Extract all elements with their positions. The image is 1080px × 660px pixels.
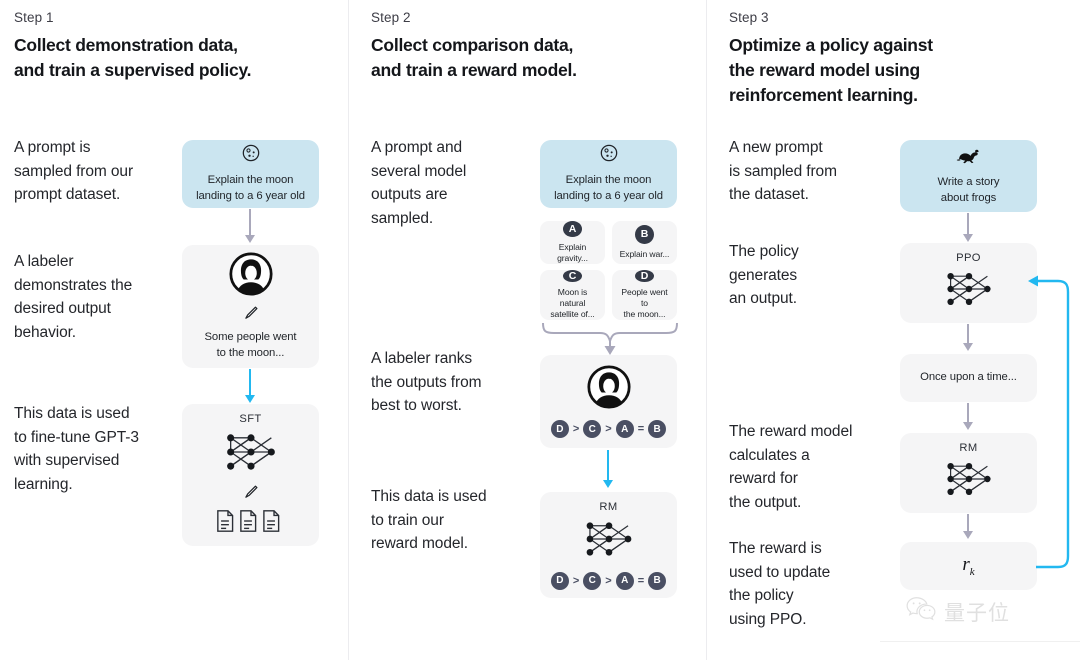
rank-op-1: >	[572, 423, 580, 435]
step-3-ppo-card[interactable]: PPO	[900, 243, 1037, 323]
option-d-text: People went to the moon...	[621, 286, 668, 320]
step-3-rm-title: RM	[959, 441, 978, 454]
option-a-text: Explain gravity...	[557, 241, 588, 263]
option-c-badge: C	[563, 269, 582, 282]
step-2-arrow-blue	[602, 450, 614, 490]
wechat-icon	[905, 596, 937, 627]
rank-op-2: >	[605, 423, 612, 435]
step-2-label: Step 2	[371, 10, 411, 25]
step-2-rm-title: RM	[599, 500, 618, 513]
step-3-title: Optimize a policy against the reward mod…	[729, 35, 933, 105]
rank-badge-c: C	[583, 420, 602, 438]
step-1-arrow-1	[244, 209, 256, 244]
option-a-badge: A	[563, 221, 582, 237]
step-1-paragraph-3: This data is used to fine-tune GPT-3 wit…	[14, 405, 139, 493]
rank-op-1: >	[572, 574, 580, 587]
step-2-prompt-text: Explain the moon landing to a 6 year old	[554, 174, 663, 202]
neural-network-icon	[941, 268, 997, 315]
rank-op-3: =	[637, 574, 645, 587]
step-3-rm-card[interactable]: RM	[900, 433, 1037, 513]
rank-badge-b: B	[648, 571, 667, 590]
step-3-paragraph-3: The reward model calculates a reward for…	[729, 423, 853, 511]
rank-badge-d: D	[550, 571, 569, 590]
reward-symbol: rk	[962, 554, 975, 578]
step-1-column: Step 1 Collect demonstration data, and t…	[0, 0, 348, 660]
step-3-arrow-3	[962, 403, 974, 433]
step-2-paragraph-3: This data is used to train our reward mo…	[371, 488, 487, 553]
column-divider-2	[706, 0, 707, 660]
step-2-merge-brace-arrow	[540, 321, 680, 362]
rank-op-2: >	[605, 574, 612, 587]
option-d-badge: D	[635, 269, 654, 282]
step-3-output-card[interactable]: Once upon a time...	[900, 354, 1037, 402]
frog-icon	[955, 145, 983, 170]
step-2-paragraph-1: A prompt and several model outputs are s…	[371, 139, 467, 227]
step-3-column: Step 3 Optimize a policy against the rew…	[715, 0, 1080, 660]
step-3-arrow-4	[962, 514, 974, 542]
step-1-sft-title: SFT	[239, 412, 262, 425]
labeler-avatar-icon	[228, 252, 273, 301]
step-1-paragraph-2: A labeler demonstrates the desired outpu…	[14, 253, 133, 341]
column-divider-1	[348, 0, 349, 660]
step-1-label: Step 1	[14, 10, 54, 25]
step-2-title: Collect comparison data, and train a rew…	[371, 35, 577, 80]
moon-icon	[241, 143, 261, 168]
step-1-demo-text: Some people went to the moon...	[204, 330, 297, 359]
step-2-labeler-card[interactable]: D > C > A = B	[540, 355, 677, 448]
moon-icon	[599, 143, 619, 168]
step-3-paragraph-2: The policy generates an output.	[729, 243, 799, 308]
neural-network-icon	[220, 429, 282, 480]
rank-badge-b: B	[648, 420, 667, 438]
step-2-column: Step 2 Collect comparison data, and trai…	[357, 0, 706, 660]
rank-badge-a: A	[615, 571, 634, 590]
step-2-prompt-card[interactable]: Explain the moon landing to a 6 year old	[540, 140, 677, 208]
step-1-prompt-text: Explain the moon landing to a 6 year old	[196, 174, 305, 202]
step-3-arrow-1	[962, 213, 974, 245]
step-1-demo-card[interactable]: Some people went to the moon...	[182, 245, 319, 368]
watermark-underline	[880, 641, 1080, 642]
step-3-paragraph-4: The reward is used to update the policy …	[729, 540, 831, 628]
documents-icon	[216, 509, 286, 538]
step-3-reward-card[interactable]: rk	[900, 542, 1037, 590]
step-2-paragraph-2: A labeler ranks the outputs from best to…	[371, 350, 482, 415]
step-3-feedback-loop-arrow	[1020, 275, 1080, 575]
step-2-option-c[interactable]: C Moon is natural satellite of...	[540, 269, 605, 320]
neural-network-icon	[941, 458, 997, 505]
step-3-ppo-title: PPO	[956, 251, 981, 264]
option-b-text: Explain war...	[619, 248, 670, 259]
option-c-text: Moon is natural satellite of...	[550, 286, 595, 320]
step-3-arrow-2	[962, 324, 974, 354]
step-1-title: Collect demonstration data, and train a …	[14, 35, 252, 80]
step-2-labeler-ranking: D > C > A = B	[550, 420, 667, 438]
step-2-rm-ranking: D > C > A = B	[550, 571, 667, 590]
step-2-rm-card[interactable]: RM	[540, 492, 677, 598]
watermark: 量子位	[905, 596, 1010, 627]
option-b-badge: B	[635, 224, 654, 244]
neural-network-icon	[580, 517, 638, 566]
pencil-icon	[242, 304, 259, 326]
rank-badge-a: A	[615, 420, 634, 438]
step-1-paragraph-1: A prompt is sampled from our prompt data…	[14, 139, 134, 204]
step-3-prompt-card[interactable]: Write a story about frogs	[900, 140, 1037, 212]
labeler-avatar-icon	[586, 365, 631, 414]
step-1-arrow-2	[244, 369, 256, 405]
step-3-prompt-text: Write a story about frogs	[937, 176, 1000, 204]
step-2-option-a[interactable]: A Explain gravity...	[540, 221, 605, 264]
step-2-option-b[interactable]: B Explain war...	[612, 221, 677, 264]
pencil-icon	[242, 483, 259, 505]
rank-badge-c: C	[583, 571, 602, 590]
step-2-option-d[interactable]: D People went to the moon...	[612, 269, 677, 320]
rank-op-3: =	[637, 423, 645, 435]
step-1-prompt-card[interactable]: Explain the moon landing to a 6 year old	[182, 140, 319, 208]
watermark-text: 量子位	[944, 601, 1010, 625]
step-3-output-text: Once upon a time...	[920, 371, 1017, 384]
rank-badge-d: D	[550, 420, 569, 438]
step-3-label: Step 3	[729, 10, 769, 25]
step-1-sft-card[interactable]: SFT	[182, 404, 319, 546]
step-3-paragraph-1: A new prompt is sampled from the dataset…	[729, 139, 837, 204]
